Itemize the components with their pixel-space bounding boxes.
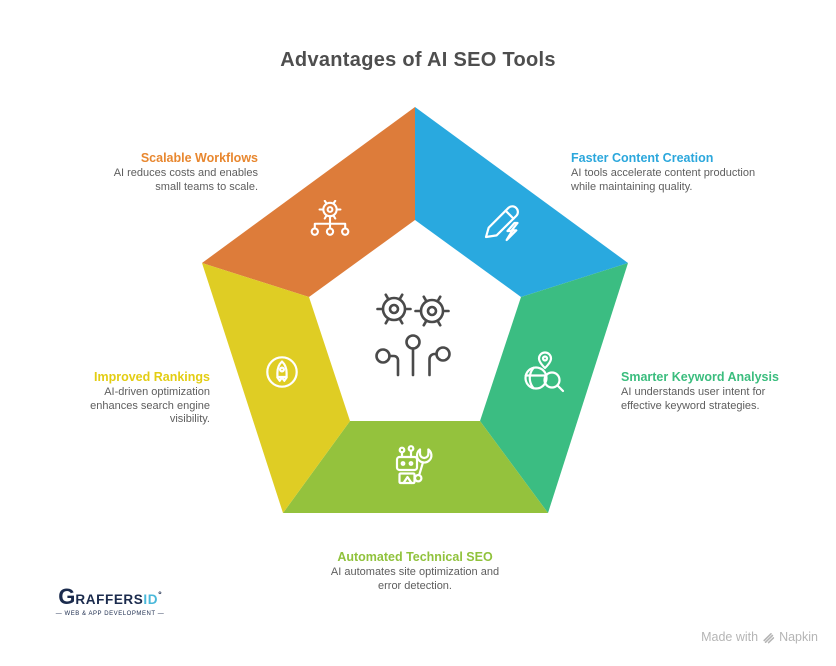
- logo-letter-g: G: [58, 584, 76, 609]
- section-automated-technical-seo: Automated Technical SEO AI automates sit…: [329, 550, 501, 593]
- section-improved-rankings: Improved Rankings AI-driven optimization…: [54, 370, 210, 427]
- section-description: AI reduces costs and enables small teams…: [113, 167, 258, 193]
- section-heading: Faster Content Creation: [571, 151, 714, 165]
- section-description: AI automates site optimization and error…: [330, 566, 500, 592]
- credit-prefix: Made with: [701, 630, 759, 644]
- segment-improved-rankings: [202, 263, 350, 513]
- section-heading: Scalable Workflows: [140, 151, 258, 165]
- page-title: Advantages of AI SEO Tools: [280, 49, 556, 71]
- globe-search-pin-icon: [521, 350, 565, 396]
- napkin-credit-link[interactable]: Made with Napkin: [701, 630, 818, 644]
- section-heading: Improved Rankings: [94, 370, 210, 384]
- section-heading: Smarter Keyword Analysis: [621, 370, 779, 384]
- credit-brand: Napkin: [779, 630, 818, 644]
- ai-flowers-circuit-icon: [370, 288, 460, 378]
- workflow-hierarchy-icon: [307, 200, 353, 238]
- graffersid-logo: GRAFFERSID° — WEB & APP DEVELOPMENT —: [55, 584, 165, 617]
- section-description: AI-driven optimization enhances search e…: [90, 386, 210, 425]
- section-description: AI understands user intent for effective…: [621, 386, 766, 412]
- section-heading: Automated Technical SEO: [337, 550, 493, 564]
- logo-text-raffers: RAFFERS: [75, 592, 144, 607]
- robot-wrench-icon: [392, 445, 434, 495]
- section-faster-content-creation: Faster Content Creation AI tools acceler…: [571, 151, 757, 194]
- segment-scalable-workflows: [202, 107, 415, 297]
- pencil-lightning-icon: [478, 197, 526, 245]
- rocket-badge-icon: [263, 353, 301, 391]
- napkin-logo-icon: [763, 632, 775, 643]
- segment-faster-content-creation: [415, 107, 628, 297]
- section-description: AI tools accelerate content production w…: [571, 167, 756, 193]
- logo-text-id: ID: [143, 592, 159, 607]
- segment-automated-technical-seo: [283, 421, 548, 513]
- graffersid-logo-name: GRAFFERSID°: [55, 584, 165, 610]
- logo-registered-mark: °: [158, 589, 162, 600]
- section-scalable-workflows: Scalable Workflows AI reduces costs and …: [86, 151, 258, 194]
- logo-tagline: — WEB & APP DEVELOPMENT —: [55, 611, 165, 617]
- section-smarter-keyword-analysis: Smarter Keyword Analysis AI understands …: [621, 370, 779, 413]
